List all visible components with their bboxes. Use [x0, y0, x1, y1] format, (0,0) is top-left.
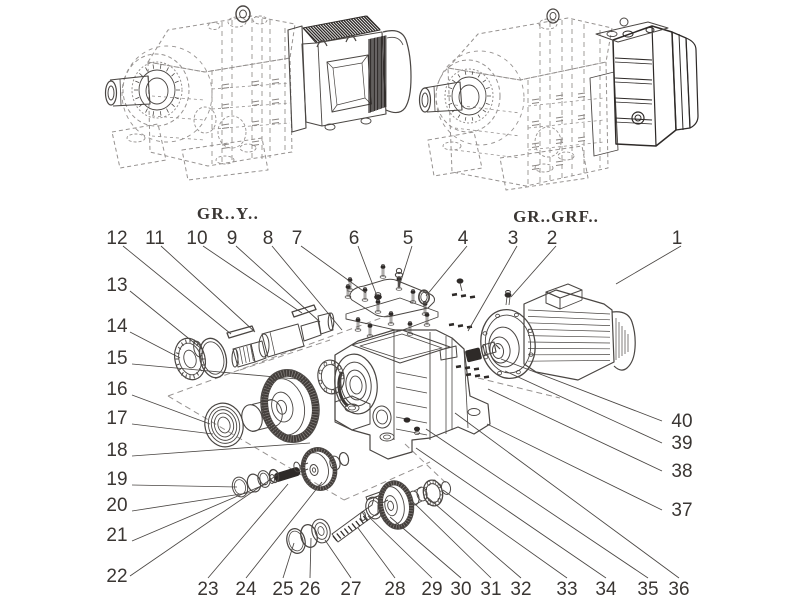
svg-text:24: 24	[235, 579, 257, 600]
svg-text:3: 3	[508, 228, 519, 249]
svg-text:4: 4	[458, 228, 469, 249]
svg-text:6: 6	[349, 228, 360, 249]
svg-text:21: 21	[106, 525, 127, 546]
svg-text:35: 35	[637, 579, 658, 600]
svg-text:1: 1	[672, 228, 683, 249]
svg-text:27: 27	[340, 579, 361, 600]
svg-text:9: 9	[227, 228, 238, 249]
svg-text:22: 22	[106, 566, 127, 587]
svg-text:32: 32	[510, 579, 531, 600]
svg-text:7: 7	[292, 228, 303, 249]
svg-text:33: 33	[556, 579, 577, 600]
svg-text:39: 39	[671, 433, 692, 454]
svg-text:36: 36	[668, 579, 689, 600]
svg-text:37: 37	[671, 500, 692, 521]
svg-text:13: 13	[106, 275, 127, 296]
svg-text:16: 16	[106, 379, 127, 400]
svg-text:GR..GRF..: GR..GRF..	[513, 207, 599, 226]
svg-text:11: 11	[145, 228, 165, 249]
svg-text:20: 20	[106, 495, 127, 516]
svg-text:17: 17	[106, 408, 127, 429]
svg-text:30: 30	[450, 579, 471, 600]
svg-text:34: 34	[595, 579, 617, 600]
svg-text:10: 10	[186, 228, 207, 249]
svg-text:29: 29	[421, 579, 442, 600]
svg-text:18: 18	[106, 440, 127, 461]
svg-text:26: 26	[299, 579, 320, 600]
svg-text:28: 28	[384, 579, 405, 600]
svg-text:40: 40	[671, 411, 692, 432]
svg-text:5: 5	[403, 228, 414, 249]
svg-text:25: 25	[272, 579, 293, 600]
svg-text:14: 14	[106, 316, 128, 337]
svg-text:2: 2	[547, 228, 558, 249]
svg-text:GR..Y..: GR..Y..	[197, 204, 259, 223]
svg-text:8: 8	[263, 228, 274, 249]
svg-text:19: 19	[106, 469, 127, 490]
svg-text:12: 12	[106, 228, 127, 249]
svg-text:31: 31	[480, 579, 501, 600]
svg-text:15: 15	[106, 348, 127, 369]
svg-text:23: 23	[197, 579, 218, 600]
svg-text:38: 38	[671, 461, 692, 482]
